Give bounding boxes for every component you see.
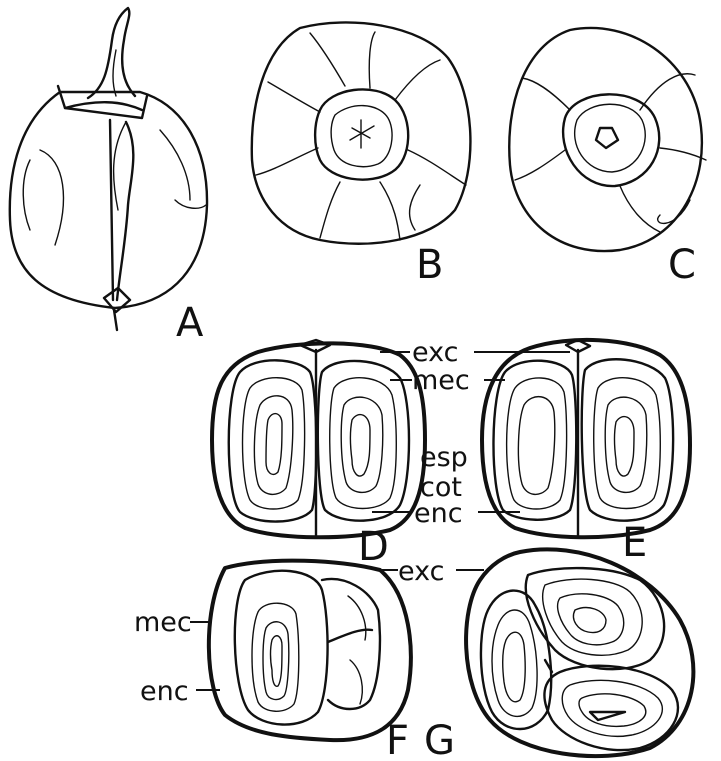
- section-two-seeds-e: [482, 340, 690, 537]
- fruit-side-view: [10, 8, 207, 330]
- fruit-top-view: [252, 22, 471, 243]
- section-one-seed-f: [209, 561, 411, 741]
- panel-label-d: D: [358, 524, 389, 570]
- panel-label-b: B: [416, 242, 443, 288]
- term-esp: esp: [420, 442, 468, 473]
- panel-label-c: C: [668, 242, 696, 288]
- term-exc-top: exc: [412, 337, 459, 368]
- term-mec-top: mec: [412, 365, 470, 396]
- section-three-seeds-g: [466, 549, 693, 756]
- panel-label-f: F: [386, 718, 409, 761]
- term-enc-top: enc: [414, 498, 463, 529]
- fruit-bottom-view: [509, 28, 706, 251]
- term-mec-left: mec: [134, 607, 192, 638]
- section-two-seeds-d: [212, 340, 425, 537]
- panel-label-a: A: [176, 300, 204, 346]
- panel-label-g: G: [424, 718, 455, 761]
- term-enc-left: enc: [140, 676, 189, 707]
- panel-label-e: E: [622, 520, 647, 566]
- term-exc-bottom: exc: [398, 556, 445, 587]
